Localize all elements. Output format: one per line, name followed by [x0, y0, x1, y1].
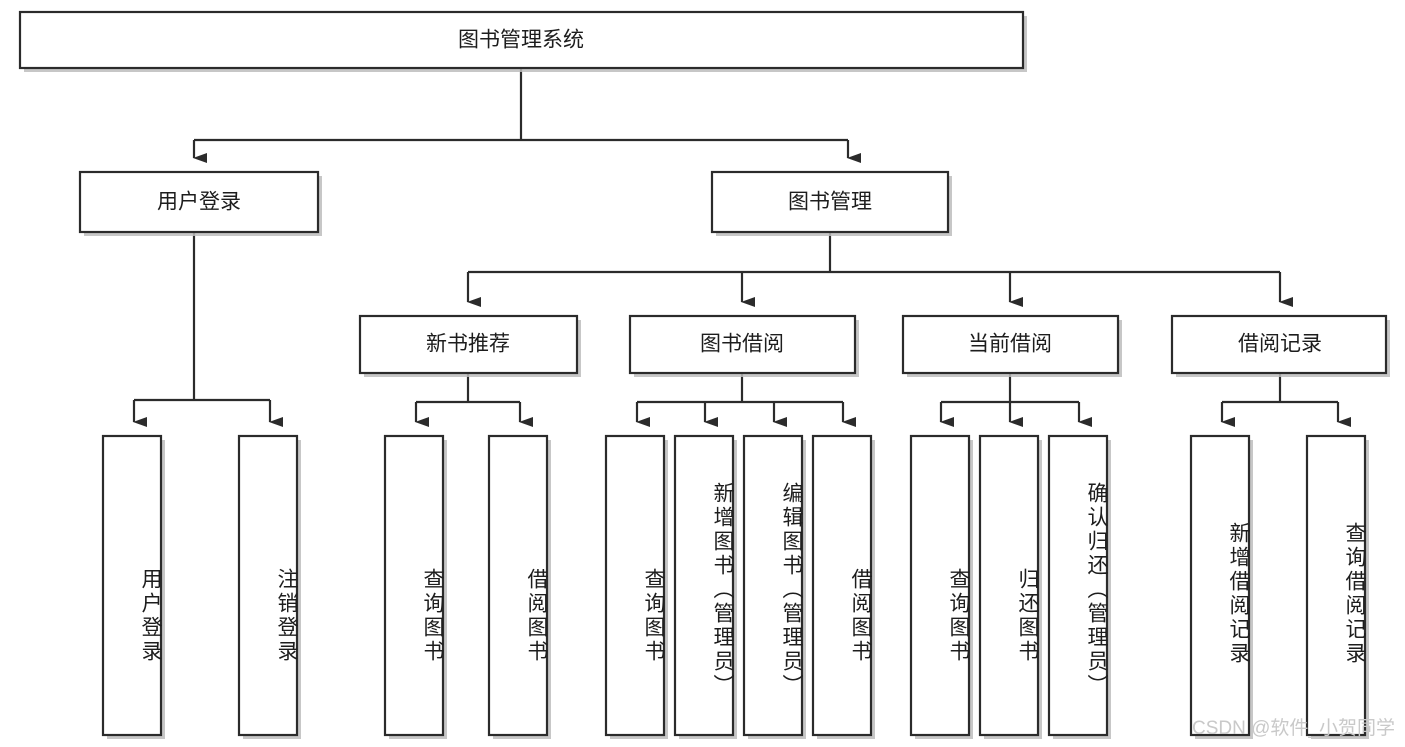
leaf-query-book-nbr-box [383, 434, 445, 737]
user-login-box [78, 170, 320, 234]
node-book-borrow[interactable]: 图书借阅 [628, 314, 859, 377]
leaf-add-borrow-record-box [1189, 434, 1251, 737]
leaf-add-book-admin-box [673, 434, 735, 737]
book-borrow-label: 图书借阅 [700, 333, 784, 356]
leaf-node-query-book-dqjy[interactable] [909, 434, 973, 739]
leaf-node-query-borrow-record[interactable] [1305, 434, 1369, 739]
node-new-book-recommend[interactable]: 新书推荐 [358, 314, 581, 377]
book-management-label: 图书管理 [788, 191, 872, 214]
root-node-label: 图书管理系统 [458, 29, 584, 52]
leaf-node-query-book-tsjy[interactable] [604, 434, 668, 739]
leaf-logout-box [237, 434, 299, 737]
user-login-label: 用户登录 [157, 191, 241, 214]
current-borrow-label: 当前借阅 [968, 333, 1052, 356]
connector-layer [132, 68, 1351, 427]
leaf-edit-book-admin-box [742, 434, 804, 737]
leaf-query-borrow-record-box [1305, 434, 1367, 737]
new-book-recommend-label: 新书推荐 [426, 333, 510, 356]
leaf-query-book-tsjy-box [604, 434, 666, 737]
borrow-record-label: 借阅记录 [1238, 333, 1322, 356]
book-management-box [710, 170, 950, 234]
leaf-node-logout[interactable] [237, 434, 301, 739]
current-borrow-box [901, 314, 1120, 375]
leaf-node-user-login[interactable] [101, 434, 165, 739]
new-book-recommend-box [358, 314, 579, 375]
node-user-login[interactable]: 用户登录 [78, 170, 322, 236]
leaf-node-add-borrow-record[interactable] [1189, 434, 1253, 739]
leaf-borrow-book-tsjy-box [811, 434, 873, 737]
leaf-node-query-book-nbr[interactable] [383, 434, 447, 739]
book-borrow-box [628, 314, 857, 375]
node-current-borrow[interactable]: 当前借阅 [901, 314, 1122, 377]
leaf-borrow-book-nbr-box [487, 434, 549, 737]
borrow-record-box [1170, 314, 1388, 375]
leaf-query-book-dqjy-box [909, 434, 971, 737]
leaf-node-return-book[interactable] [978, 434, 1042, 739]
leaf-node-edit-book-admin[interactable] [742, 434, 806, 739]
node-borrow-record[interactable]: 借阅记录 [1170, 314, 1390, 377]
root-node-box [18, 10, 1025, 70]
leaf-node-borrow-book-tsjy[interactable] [811, 434, 875, 739]
leaf-user-login-box [101, 434, 163, 737]
leaf-node-borrow-book-nbr[interactable] [487, 434, 551, 739]
node-root-book-management-system[interactable]: 图书管理系统 [18, 10, 1027, 72]
node-book-management[interactable]: 图书管理 [710, 170, 952, 236]
leaf-node-confirm-return-admin[interactable] [1047, 434, 1111, 739]
leaf-confirm-return-admin-box [1047, 434, 1109, 737]
leaf-return-book-box [978, 434, 1040, 737]
leaf-node-add-book-admin[interactable] [673, 434, 737, 739]
